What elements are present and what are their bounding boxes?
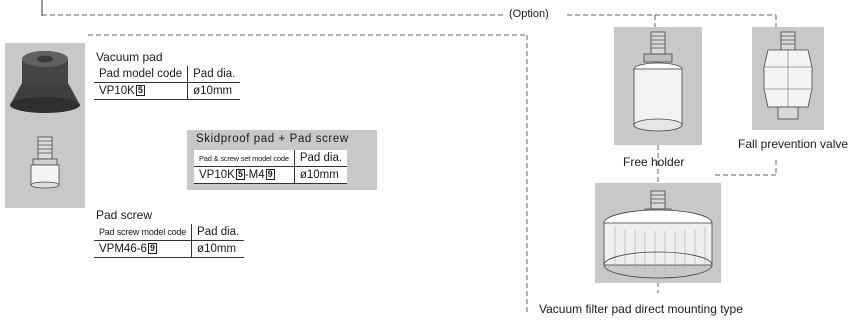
vacuum-filter-illustration — [603, 190, 713, 279]
skidproof-header-dia: Pad dia. — [293, 150, 348, 167]
vacuum-pad-header-dia: Pad dia. — [187, 66, 241, 83]
vacuum-filter-label: Vacuum filter pad direct mounting type — [539, 302, 743, 316]
option-label: (Option) — [507, 8, 551, 20]
pad-screw-header-dia: Pad dia. — [191, 224, 245, 241]
vacuum-pad-dia-cell: ø10mm — [187, 82, 241, 100]
vacuum-pad-illustration — [10, 51, 80, 189]
vacuum-pad-header-model: Pad model code — [94, 66, 188, 83]
pad-screw-title: Pad screw — [96, 208, 153, 222]
free-holder-illustration — [633, 31, 683, 132]
pad-screw-dia-cell: ø10mm — [191, 240, 245, 258]
skidproof-dia-cell: ø10mm — [293, 166, 348, 184]
free-holder-label: Free holder — [623, 155, 685, 169]
skidproof-header-model: Pad & screw set model code — [194, 150, 295, 167]
skidproof-table: Pad & screw set model code Pad dia. VP10… — [194, 150, 348, 184]
pad-screw-header-model: Pad screw model code — [94, 224, 192, 241]
vacuum-pad-title: Vacuum pad — [96, 50, 163, 64]
fall-prevention-valve-label: Fall prevention valve — [738, 137, 849, 151]
fall-prevention-valve-illustration — [763, 31, 813, 120]
skidproof-title: Skidproof pad + Pad screw — [196, 133, 349, 145]
